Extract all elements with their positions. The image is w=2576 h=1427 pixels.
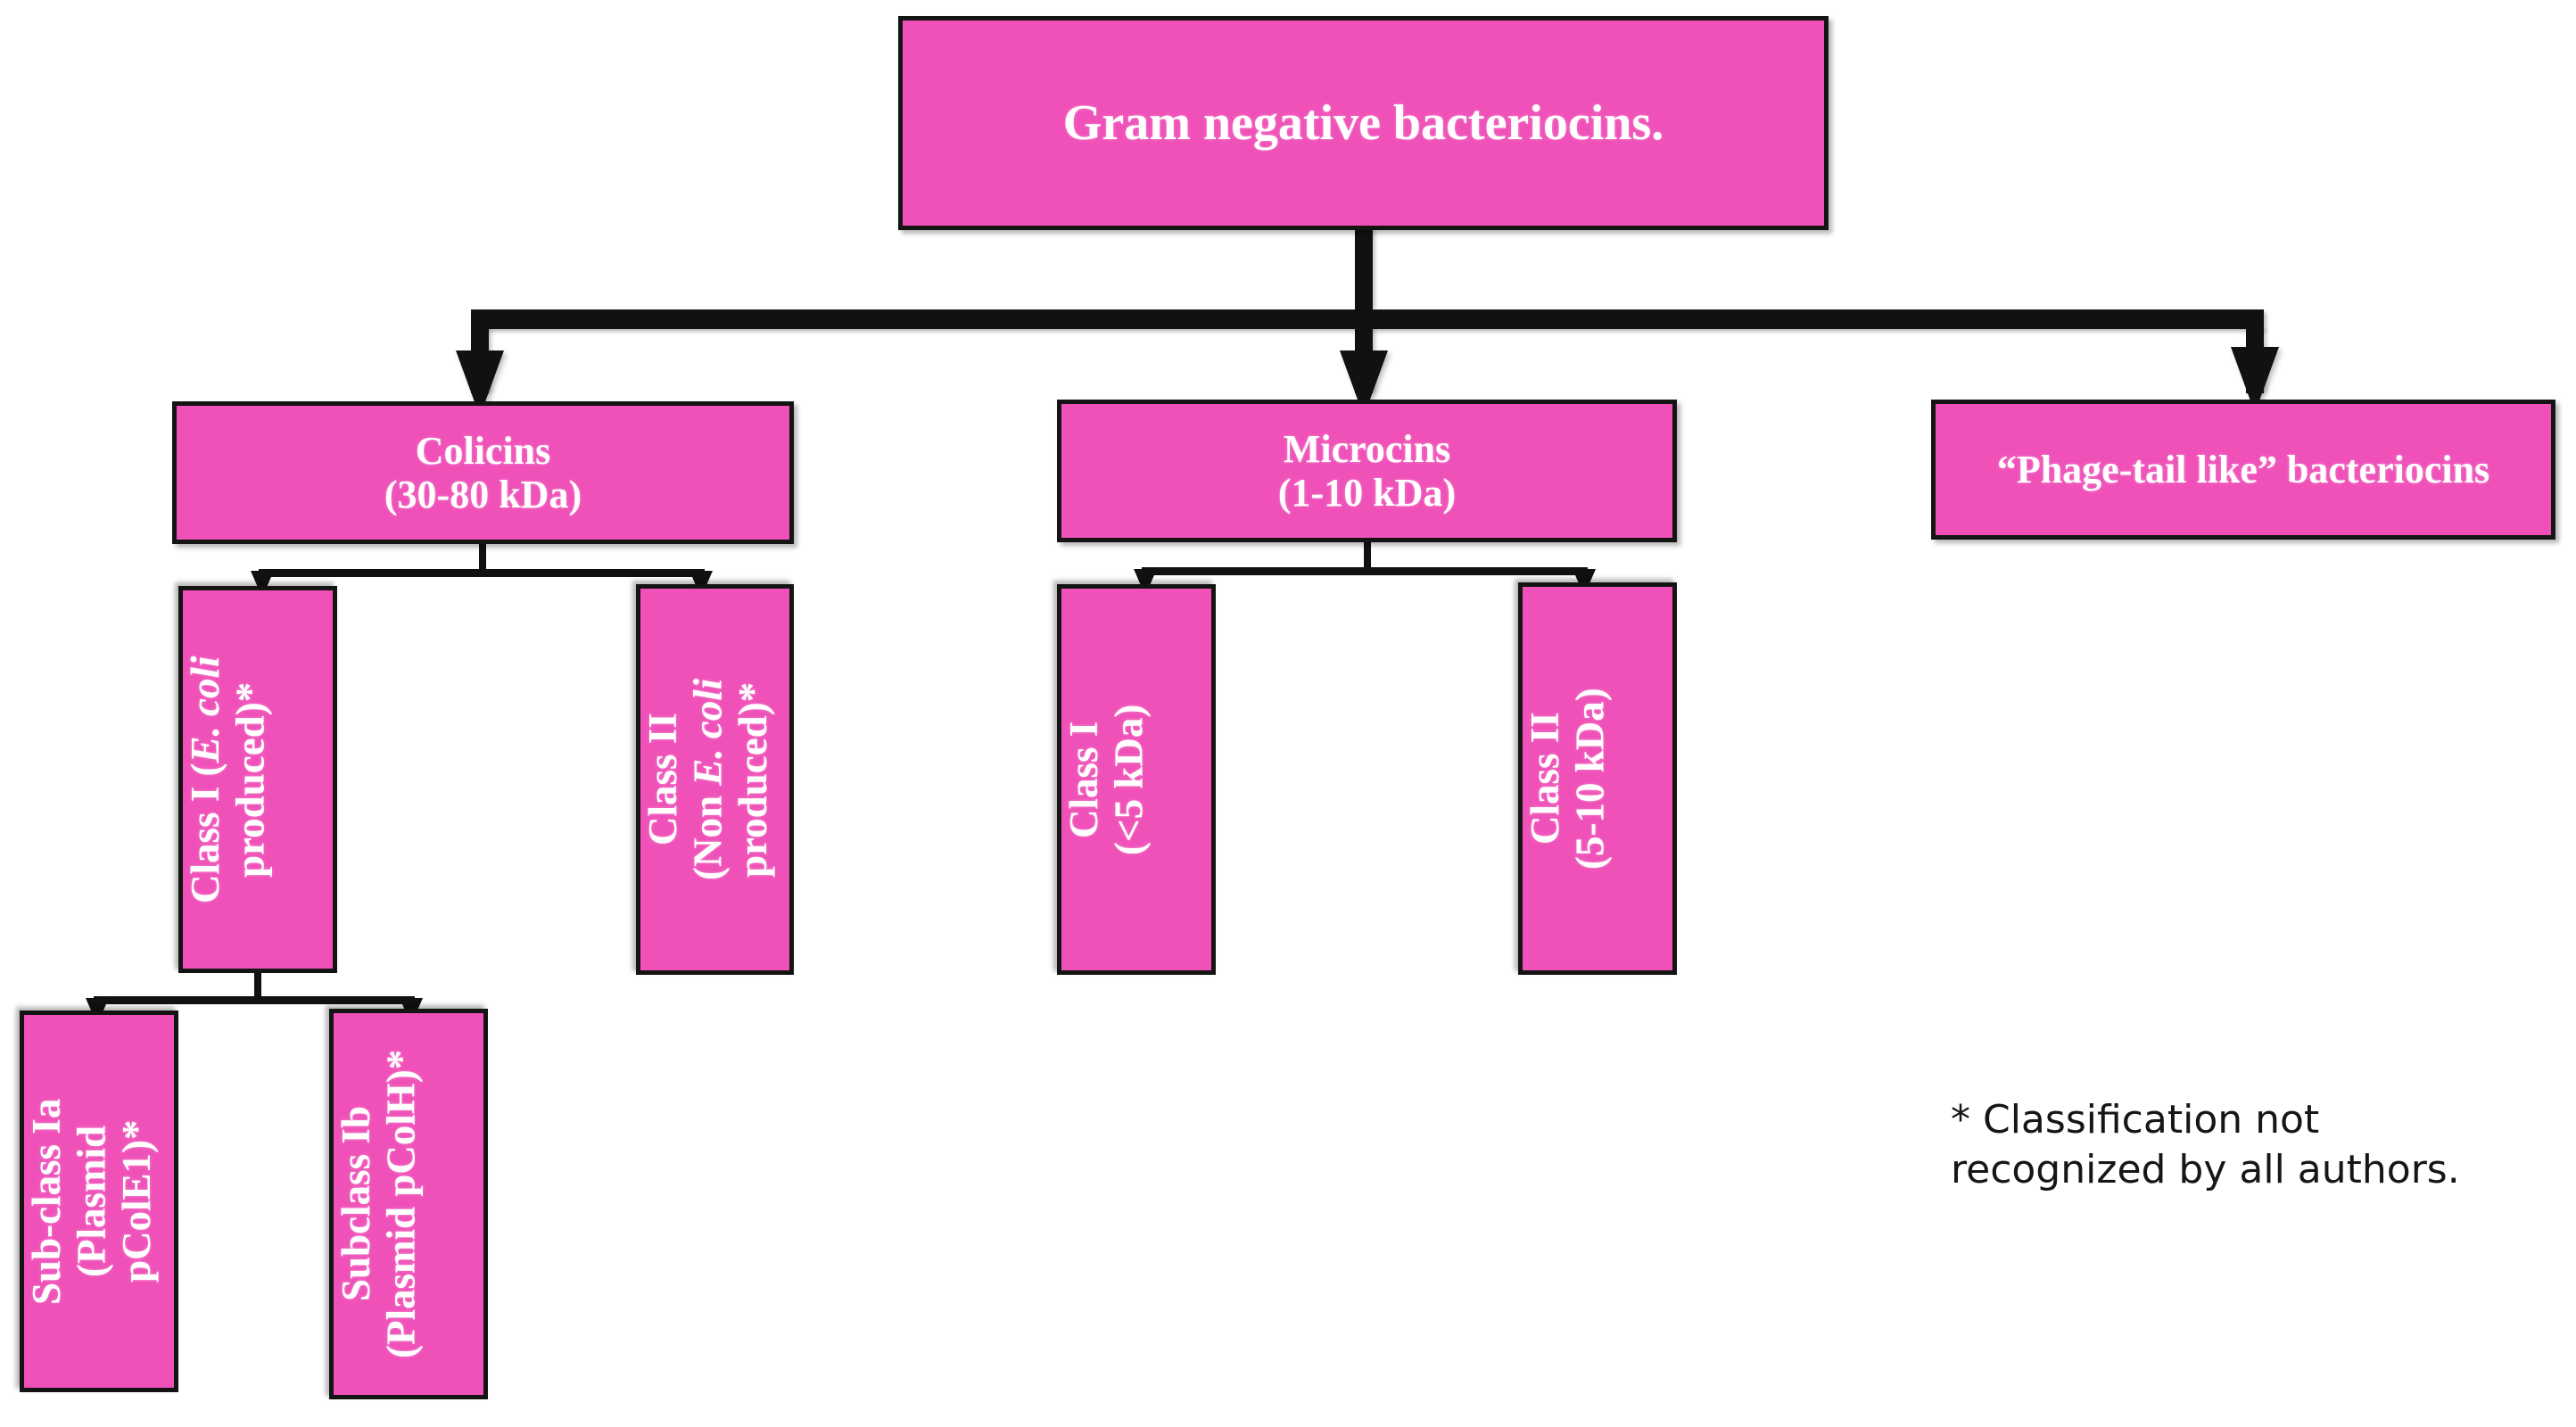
node-label: “Phage-tail like” bacteriocins: [1996, 447, 2490, 491]
connector-colicins-stem-vert: [479, 544, 486, 574]
connector-colicins-bus: [259, 569, 705, 577]
node-microcin-class-2[interactable]: Class II(5-10 kDa): [1518, 582, 1677, 975]
node-label: Class II(5-10 kDa): [1523, 688, 1613, 870]
node-microcins[interactable]: Microcins (1-10 kDa): [1057, 400, 1677, 542]
node-phage-tail-like[interactable]: “Phage-tail like” bacteriocins: [1931, 400, 2555, 540]
connector-sub-class-bus: [94, 996, 415, 1004]
connector-colicin-class-1-stem: [254, 973, 261, 1002]
connector-level2-bus: [471, 309, 2264, 329]
node-label: Class I(<5 kDa): [1061, 704, 1152, 855]
node-subclass-ib[interactable]: Subclass Ib(Plasmid pColH)*: [329, 1009, 488, 1399]
node-microcin-class-1[interactable]: Class I(<5 kDa): [1057, 584, 1216, 975]
node-label: Colicins (30-80 kDa): [384, 428, 582, 516]
footnote-classification-note: * Classification not recognized by all a…: [1951, 1097, 2460, 1193]
connector-root-stem: [1355, 230, 1373, 309]
node-colicins[interactable]: Colicins (30-80 kDa): [172, 401, 794, 544]
connector-microcins-bus: [1142, 567, 1588, 575]
node-label: Gram negative bacteriocins.: [1062, 95, 1664, 151]
node-label: Microcins (1-10 kDa): [1277, 426, 1457, 515]
node-label: Subclass Ib(Plasmid pColH)*: [334, 1049, 424, 1359]
node-gram-negative-bacteriocins[interactable]: Gram negative bacteriocins.: [898, 16, 1829, 230]
connector-microcins-stem-vert: [1364, 542, 1371, 573]
